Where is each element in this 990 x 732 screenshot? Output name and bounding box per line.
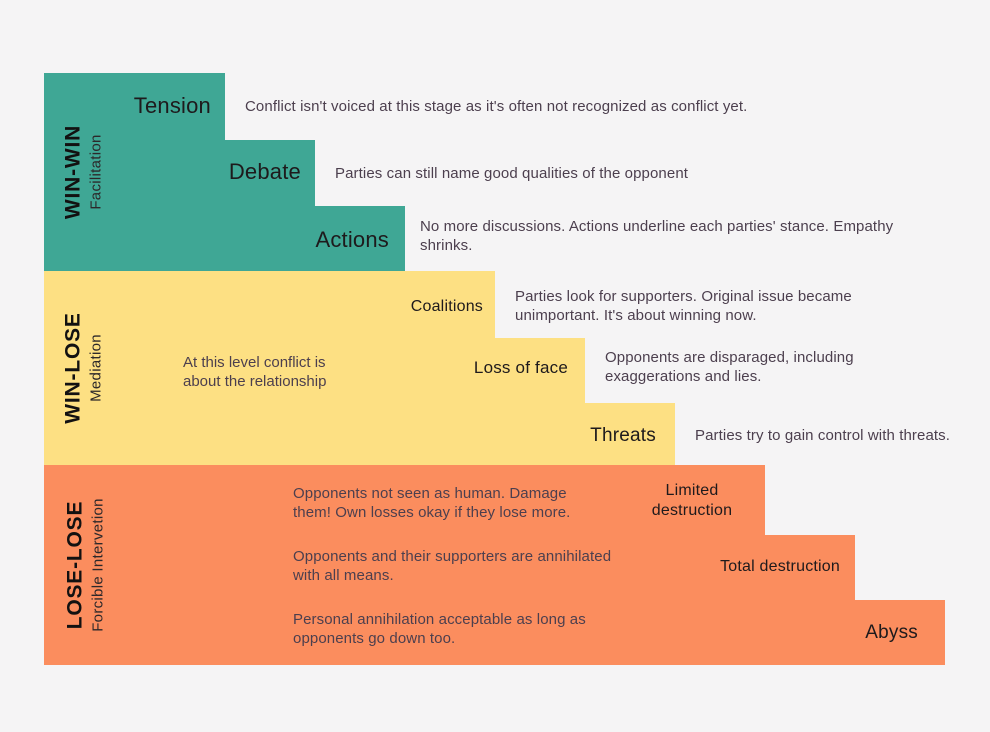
section-title: WIN-WIN — [61, 124, 85, 220]
stage-name-abyss: Abyss — [865, 622, 918, 643]
stage-description-limited-destruction: Opponents not seen as human. Damage them… — [293, 485, 571, 521]
stage-name-limited-destruction: Limited destruction — [651, 482, 733, 519]
stage-description-abyss: Personal annihilation acceptable as long… — [293, 611, 586, 647]
stage-name-actions: Actions — [315, 227, 389, 252]
stage-name-threats: Threats — [590, 425, 656, 446]
step-block-loss-of-face — [44, 338, 585, 403]
stage-name-tension: Tension — [133, 93, 211, 118]
stage-description-tension: Conflict isn't voiced at this stage as i… — [245, 98, 748, 115]
section-label-win-win: WIN-WIN Facilitation — [62, 125, 105, 219]
section-subtitle: Forcible Intervetion — [89, 498, 107, 632]
stage-name-total-destruction: Total destruction — [720, 558, 840, 575]
step-block-abyss — [44, 600, 945, 665]
stage-description-loss-of-face: Opponents are disparaged, including exag… — [605, 349, 854, 385]
section-label-lose-lose: LOSE-LOSE Forcible Intervetion — [64, 498, 107, 632]
step-block-total-destruction — [44, 535, 855, 600]
stage-description-actions: No more discussions. Actions underline e… — [420, 218, 894, 254]
stage-name-coalitions: Coalitions — [410, 298, 483, 315]
stage-name-loss-of-face: Loss of face — [473, 358, 568, 377]
stage-description-threats: Parties try to gain control with threats… — [695, 427, 951, 444]
step-block-tension — [44, 73, 225, 140]
stage-description-coalitions: Parties look for supporters. Original is… — [515, 288, 852, 324]
step-block-threats — [44, 403, 675, 465]
stage-description-debate: Parties can still name good qualities of… — [335, 165, 689, 182]
section-subtitle: Facilitation — [87, 134, 105, 210]
step-block-limited-destruction — [44, 465, 765, 535]
stage-description-total-destruction: Opponents and their supporters are annih… — [293, 548, 612, 584]
win-lose-note: At this level conflict is about the rela… — [183, 354, 327, 390]
step-block-coalitions — [44, 271, 495, 338]
section-label-win-lose: WIN-LOSE Mediation — [62, 312, 105, 423]
stage-name-debate: Debate — [228, 159, 301, 184]
section-subtitle: Mediation — [87, 334, 105, 402]
step-block-actions — [44, 206, 405, 271]
step-block-debate — [44, 140, 315, 206]
section-title: WIN-LOSE — [61, 312, 85, 424]
section-title: LOSE-LOSE — [63, 500, 87, 630]
